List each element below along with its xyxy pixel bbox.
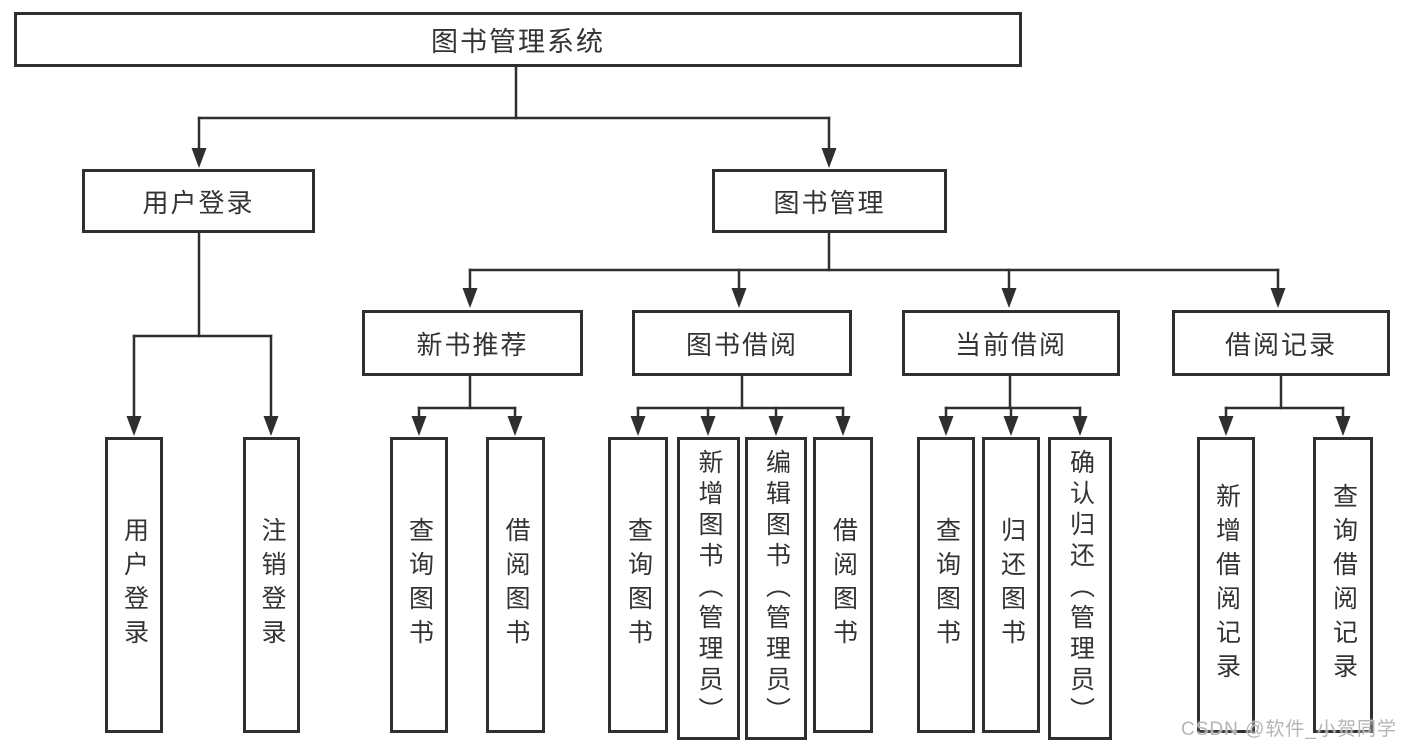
leaf-borrow-book-a-label: 借阅图书 (502, 517, 530, 653)
node-root-label: 图书管理系统 (431, 27, 605, 57)
leaf-user-login-label: 用户登录 (120, 517, 149, 653)
leaf-logout: 注销登录 (243, 437, 300, 733)
leaf-confirm-return: 确认归还（管理员） (1048, 437, 1112, 740)
leaf-query-book-b: 查询图书 (608, 437, 668, 733)
node-current-borrow-label: 当前借阅 (954, 329, 1067, 360)
leaf-logout-label: 注销登录 (258, 517, 286, 653)
node-current-borrow: 当前借阅 (902, 310, 1120, 376)
csdn-watermark: CSDN @软件_小贺同学 (1181, 719, 1397, 740)
leaf-query-record-label: 查询借阅记录 (1329, 483, 1358, 687)
node-book-borrow-label: 图书借阅 (685, 329, 798, 360)
leaf-borrow-book-b-label: 借阅图书 (829, 517, 858, 653)
node-user-login-label: 用户登录 (142, 187, 255, 218)
leaf-query-book-a: 查询图书 (390, 437, 448, 733)
node-root: 图书管理系统 (14, 12, 1022, 67)
node-new-book-rec: 新书推荐 (362, 310, 583, 376)
leaf-query-record: 查询借阅记录 (1313, 437, 1373, 733)
leaf-add-record: 新增借阅记录 (1197, 437, 1255, 733)
leaf-edit-book: 编辑图书（管理员） (745, 437, 807, 740)
node-borrow-record: 借阅记录 (1172, 310, 1390, 376)
node-user-login: 用户登录 (82, 169, 315, 233)
node-book-borrow: 图书借阅 (632, 310, 852, 376)
leaf-query-book-c: 查询图书 (917, 437, 975, 733)
leaf-edit-book-label: 编辑图书（管理员） (762, 449, 791, 728)
leaf-user-login: 用户登录 (105, 437, 163, 733)
leaf-confirm-return-label: 确认归还（管理员） (1066, 449, 1095, 728)
node-borrow-record-label: 借阅记录 (1224, 329, 1337, 360)
leaf-borrow-book-a: 借阅图书 (486, 437, 545, 733)
leaf-query-book-b-label: 查询图书 (624, 517, 653, 653)
node-book-mgmt-label: 图书管理 (773, 187, 886, 218)
leaf-query-book-a-label: 查询图书 (405, 517, 434, 653)
leaf-add-record-label: 新增借阅记录 (1212, 483, 1241, 687)
leaf-return-book: 归还图书 (982, 437, 1040, 733)
node-new-book-rec-label: 新书推荐 (416, 329, 529, 360)
leaf-add-book: 新增图书（管理员） (677, 437, 740, 740)
leaf-add-book-label: 新增图书（管理员） (695, 449, 723, 728)
leaf-borrow-book-b: 借阅图书 (813, 437, 873, 733)
node-book-mgmt: 图书管理 (712, 169, 947, 233)
leaf-return-book-label: 归还图书 (997, 517, 1026, 653)
leaf-query-book-c-label: 查询图书 (932, 517, 961, 653)
